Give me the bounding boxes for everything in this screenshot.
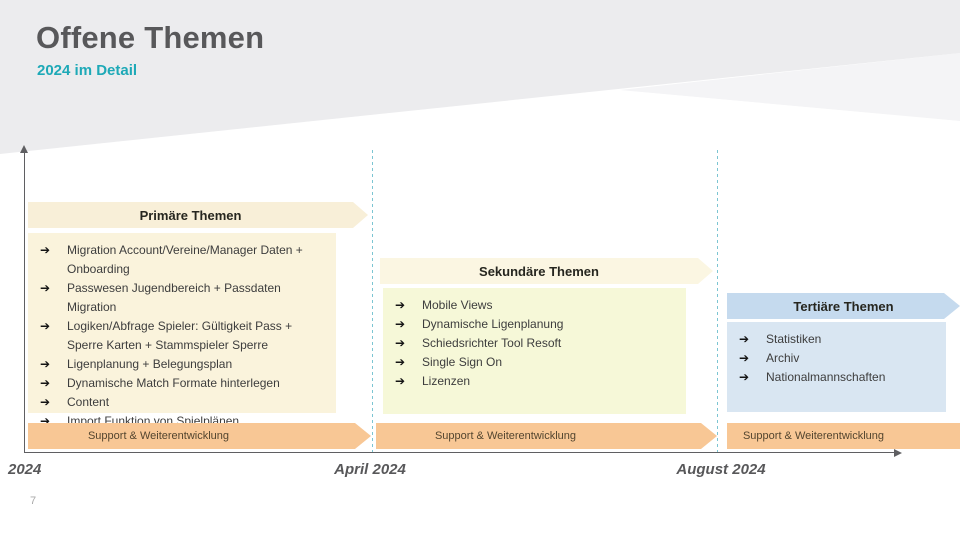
list-item: ➔ Schiedsrichter Tool Resoft (395, 334, 678, 353)
support-arrow-label: Support & Weiterentwicklung (434, 430, 577, 442)
list-item-label: Single Sign On (422, 355, 503, 369)
list-item-label: Schiedsrichter Tool Resoft (422, 336, 562, 350)
timeline-axis-arrow-icon (894, 449, 902, 457)
support-arrow-primary: Support & Weiterentwicklung (28, 423, 371, 449)
page-title: Offene Themen (36, 20, 265, 55)
arrow-bullet-icon: ➔ (395, 355, 406, 369)
support-arrow-tertiary: Support & Weiterentwicklung (727, 423, 960, 449)
arrow-bullet-icon: ➔ (395, 374, 406, 388)
list-item: ➔ Ligenplanung + Belegungsplan (40, 355, 328, 374)
list-item-label: Ligenplanung + Belegungsplan (67, 357, 233, 371)
list-item: ➔ Lizenzen (395, 372, 678, 391)
list-item-label: Nationalmannschaften (766, 370, 886, 384)
arrow-bullet-icon: ➔ (40, 281, 51, 295)
arrow-bullet-icon: ➔ (739, 332, 750, 346)
timeline-label-april-2024: April 2024 (334, 461, 406, 478)
timeline-label-august-2024: August 2024 (676, 461, 766, 478)
support-arrow-label: Support & Weiterentwicklung (742, 430, 885, 442)
list-item-label: Dynamische Match Formate hinterlegen (67, 376, 280, 390)
secondary-themes-banner: Sekundäre Themen (380, 258, 713, 284)
arrow-bullet-icon: ➔ (739, 370, 750, 384)
arrow-bullet-icon: ➔ (40, 395, 51, 409)
timeline-axis-line (24, 452, 896, 453)
list-item: ➔ Passwesen Jugendbereich + Passdaten Mi… (40, 279, 328, 317)
list-item: ➔ Dynamische Match Formate hinterlegen (40, 374, 328, 393)
list-item-label: Statistiken (766, 332, 822, 346)
support-arrow-secondary: Support & Weiterentwicklung (376, 423, 717, 449)
arrow-bullet-icon: ➔ (395, 317, 406, 331)
arrow-bullet-icon: ➔ (395, 298, 406, 312)
arrow-bullet-icon: ➔ (40, 319, 51, 333)
divider-august (717, 150, 718, 452)
vertical-axis-arrow-icon (20, 145, 28, 153)
primary-themes-banner: Primäre Themen (28, 202, 368, 228)
arrow-bullet-icon: ➔ (40, 414, 51, 428)
list-item: ➔ Logiken/Abfrage Spieler: Gültigkeit Pa… (40, 317, 328, 355)
list-item: ➔ Mobile Views (395, 296, 678, 315)
list-item-label: Logiken/Abfrage Spieler: Gültigkeit Pass… (67, 319, 293, 352)
list-item: ➔ Statistiken (739, 330, 938, 349)
arrow-bullet-icon: ➔ (395, 336, 406, 350)
list-item-label: Lizenzen (422, 374, 471, 388)
list-item-label: Content (67, 395, 110, 409)
list-item-label: Archiv (766, 351, 800, 365)
vertical-axis-line (24, 152, 25, 453)
page-subtitle: 2024 im Detail (37, 62, 138, 79)
support-arrow-label: Support & Weiterentwicklung (87, 430, 230, 442)
arrow-bullet-icon: ➔ (40, 357, 51, 371)
list-item: ➔ Dynamische Ligenplanung (395, 315, 678, 334)
list-item: ➔ Archiv (739, 349, 938, 368)
timeline-label-2024: 2024 (8, 461, 42, 478)
tertiary-themes-banner: Tertiäre Themen (727, 293, 960, 319)
list-item: ➔ Migration Account/Vereine/Manager Date… (40, 241, 328, 279)
divider-april (372, 150, 373, 452)
list-item: ➔ Nationalmannschaften (739, 368, 938, 387)
tertiary-themes-banner-label: Tertiäre Themen (793, 298, 894, 314)
arrow-bullet-icon: ➔ (40, 243, 51, 257)
secondary-themes-list: ➔ Mobile Views ➔ Dynamische Ligenplanung… (383, 288, 686, 414)
list-item-label: Dynamische Ligenplanung (422, 317, 564, 331)
primary-themes-list: ➔ Migration Account/Vereine/Manager Date… (28, 233, 336, 428)
list-item-label: Passwesen Jugendbereich + Passdaten Migr… (67, 281, 281, 314)
arrow-bullet-icon: ➔ (40, 376, 51, 390)
arrow-bullet-icon: ➔ (739, 351, 750, 365)
list-item: ➔ Single Sign On (395, 353, 678, 372)
primary-themes-banner-label: Primäre Themen (139, 207, 242, 223)
secondary-themes-banner-label: Sekundäre Themen (479, 263, 599, 279)
tertiary-themes-list: ➔ Statistiken ➔ Archiv ➔ Nationalmannsch… (727, 322, 946, 412)
list-item-label: Migration Account/Vereine/Manager Daten … (67, 243, 303, 276)
list-item: ➔ Content (40, 393, 328, 412)
page-number: 7 (30, 495, 37, 507)
list-item-label: Mobile Views (422, 298, 493, 312)
